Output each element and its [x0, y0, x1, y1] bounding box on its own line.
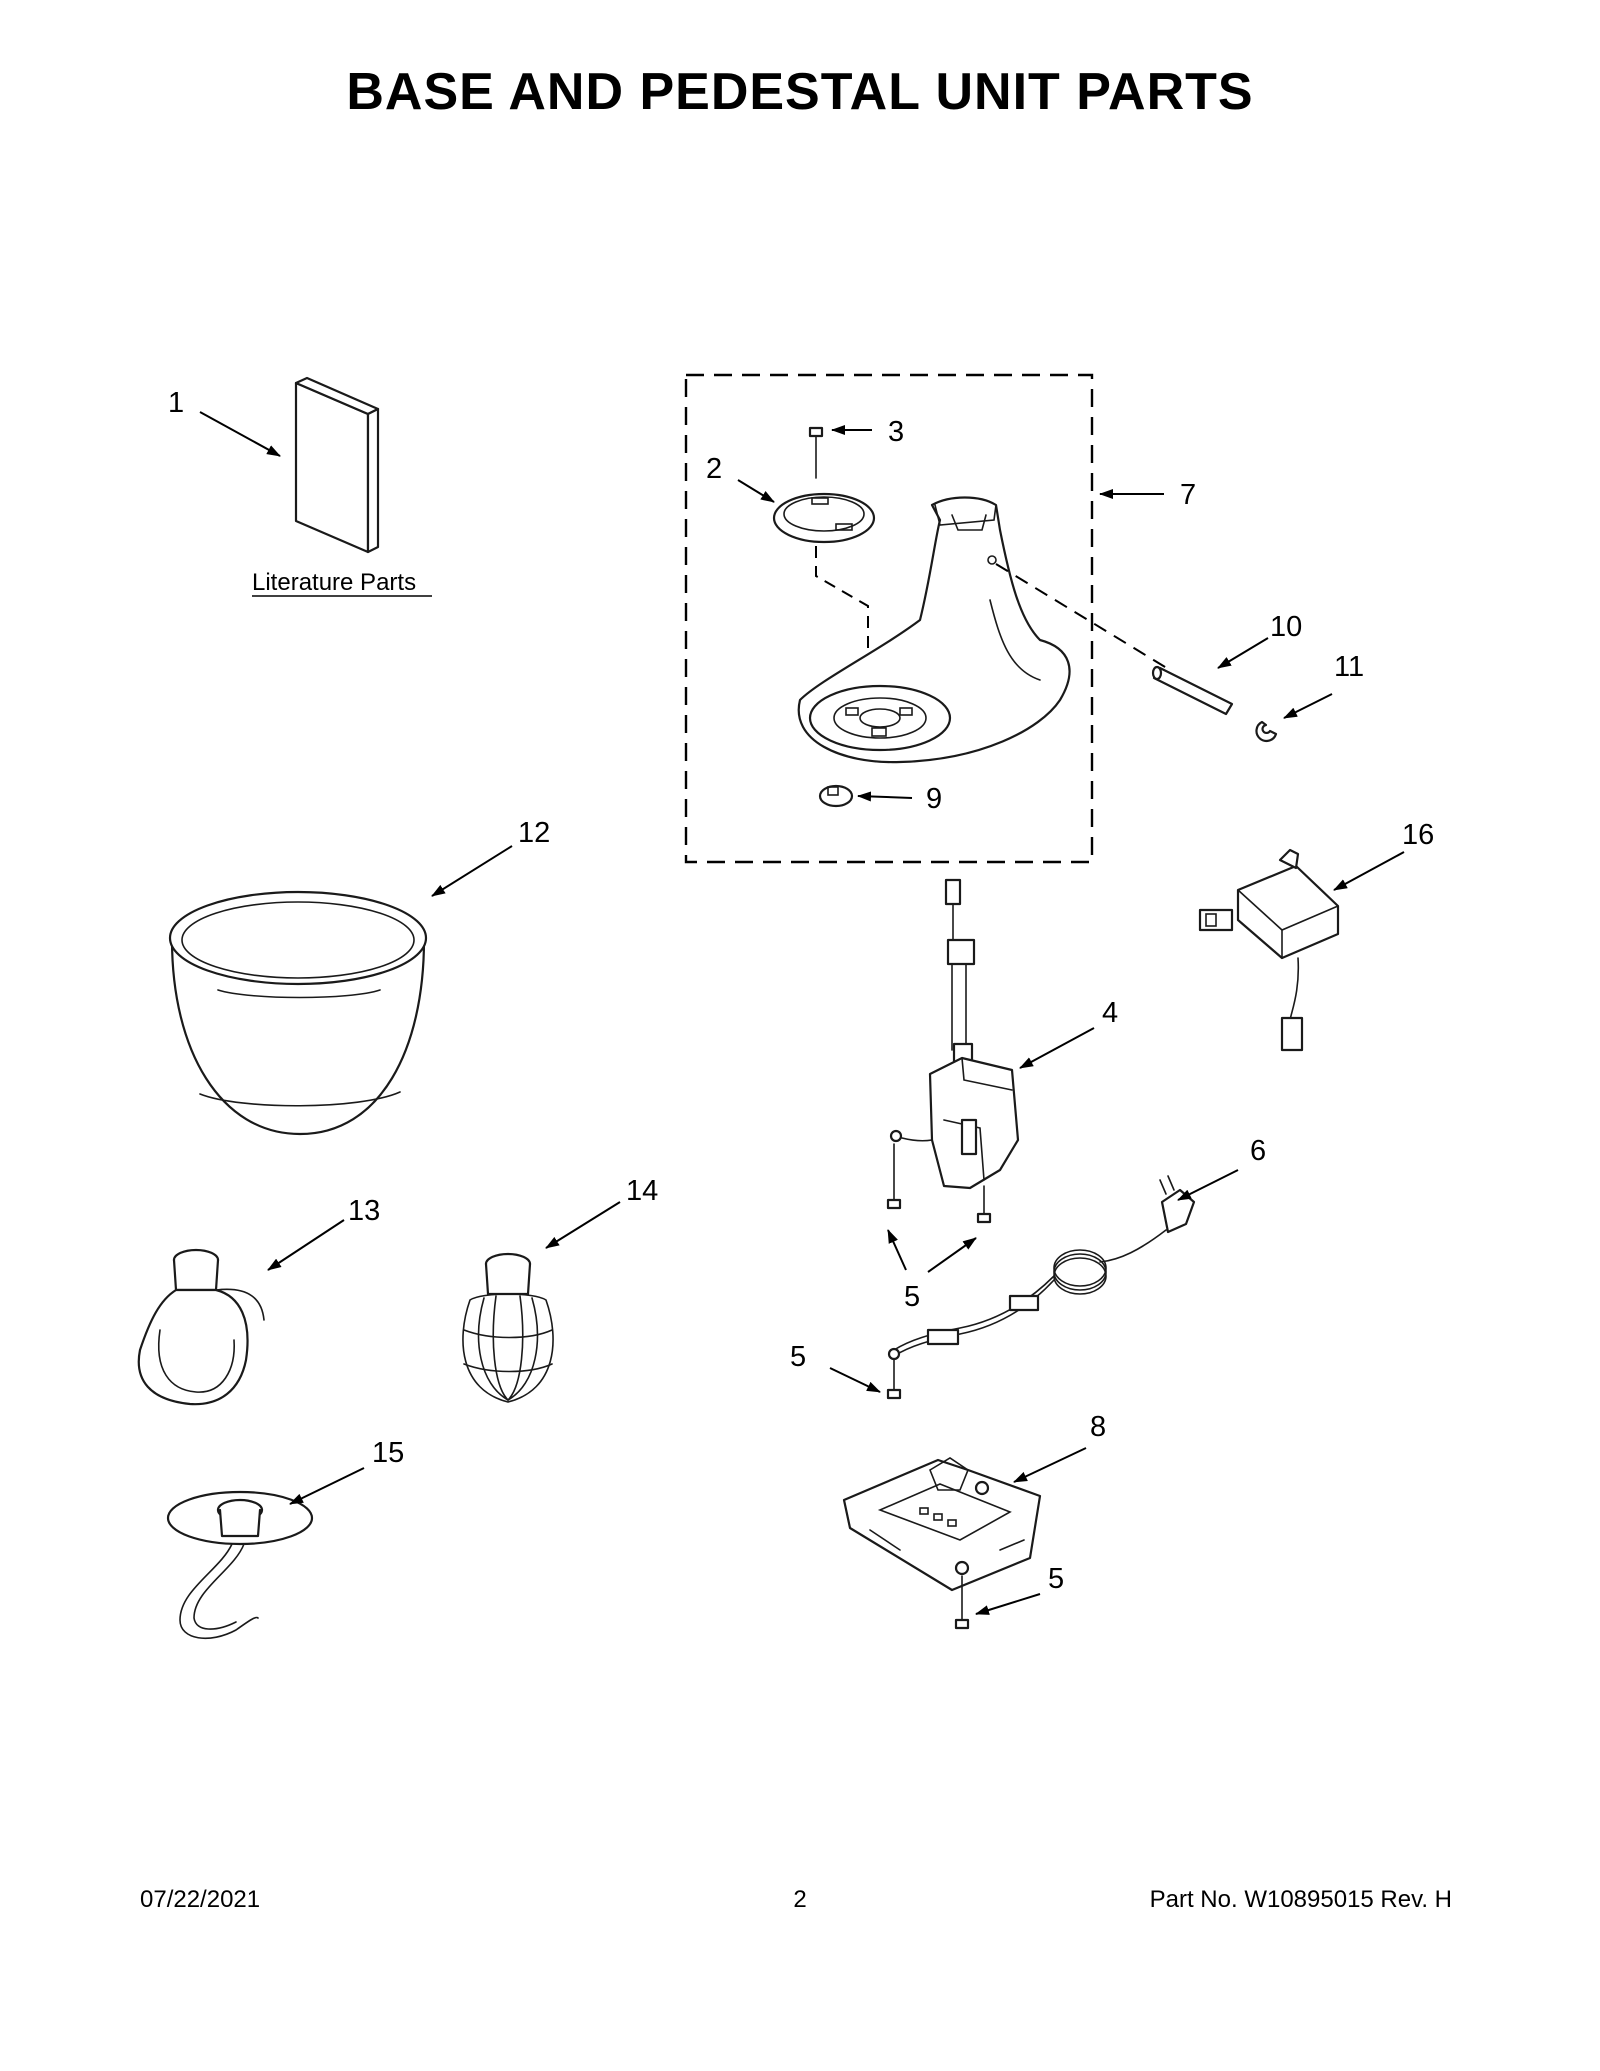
base-plate-icon[interactable] — [842, 1457, 1042, 1592]
control-module-icon[interactable] — [1198, 848, 1340, 1052]
leader-4 — [1019, 1027, 1095, 1069]
leader-12 — [431, 845, 513, 897]
leader-5a-right — [927, 1237, 977, 1273]
sensor-bracket-icon[interactable] — [889, 878, 1020, 1190]
callout-1: 1 — [168, 387, 184, 419]
dough-hook-icon[interactable] — [166, 1490, 314, 1639]
callout-7: 7 — [1180, 479, 1196, 511]
callout-13: 13 — [348, 1195, 380, 1227]
leader-1 — [199, 411, 281, 457]
callout-2: 2 — [706, 453, 722, 485]
callout-15: 15 — [372, 1437, 404, 1469]
leader-9 — [857, 791, 913, 802]
power-cord-icon[interactable] — [886, 1175, 1196, 1400]
pedestal-assembly-boundary — [684, 373, 1094, 864]
footer-part-number: Part No. W10895015 Rev. H — [1149, 1886, 1452, 1913]
leader-16 — [1333, 851, 1405, 891]
callout-12: 12 — [518, 817, 550, 849]
callout-14: 14 — [626, 1175, 658, 1207]
leader-5a-left — [887, 1229, 907, 1271]
hinge-pin-icon[interactable] — [1151, 665, 1234, 716]
footer-page-number: 2 — [793, 1886, 807, 1913]
clip-icon[interactable] — [1255, 720, 1278, 743]
literature-booklet-icon[interactable] — [294, 376, 380, 554]
callout-3: 3 — [888, 416, 904, 448]
assembly-line-plate — [815, 546, 869, 688]
leader-2 — [737, 479, 775, 503]
callout-5c: 5 — [1048, 1563, 1064, 1595]
screw-icon[interactable] — [808, 426, 824, 479]
page-title: BASE AND PEDESTAL UNIT PARTS — [346, 63, 1254, 121]
wire-whip-icon[interactable] — [462, 1252, 554, 1403]
callout-4: 4 — [1102, 997, 1118, 1029]
assembly-line-pin — [995, 563, 1171, 671]
screw-icon[interactable] — [954, 1575, 970, 1630]
screw-icon[interactable] — [976, 1185, 992, 1224]
flat-beater-icon[interactable] — [137, 1248, 265, 1406]
callout-10: 10 — [1270, 611, 1302, 643]
mixing-bowl-icon[interactable] — [168, 890, 428, 1136]
callout-5a: 5 — [904, 1281, 920, 1313]
leader-11 — [1283, 693, 1333, 719]
callout-9: 9 — [926, 783, 942, 815]
leader-14 — [545, 1201, 621, 1249]
callout-11: 11 — [1334, 651, 1364, 683]
callout-6: 6 — [1250, 1135, 1266, 1167]
leader-6 — [1177, 1169, 1239, 1201]
foot-icon[interactable] — [818, 784, 854, 808]
cover-plate-icon[interactable] — [772, 492, 876, 544]
leader-5b — [829, 1367, 881, 1393]
literature-parts-label: Literature Parts — [252, 569, 416, 596]
leader-15 — [289, 1467, 365, 1505]
callout-8: 8 — [1090, 1411, 1106, 1443]
callout-16: 16 — [1402, 819, 1434, 851]
callout-5b: 5 — [790, 1341, 806, 1373]
screw-icon[interactable] — [886, 1143, 902, 1210]
leader-5c — [975, 1593, 1041, 1615]
leader-8 — [1013, 1447, 1087, 1483]
footer-date: 07/22/2021 — [140, 1886, 261, 1913]
leader-10 — [1217, 637, 1269, 669]
pedestal-base-icon[interactable] — [797, 496, 1071, 764]
leader-13 — [267, 1219, 345, 1271]
